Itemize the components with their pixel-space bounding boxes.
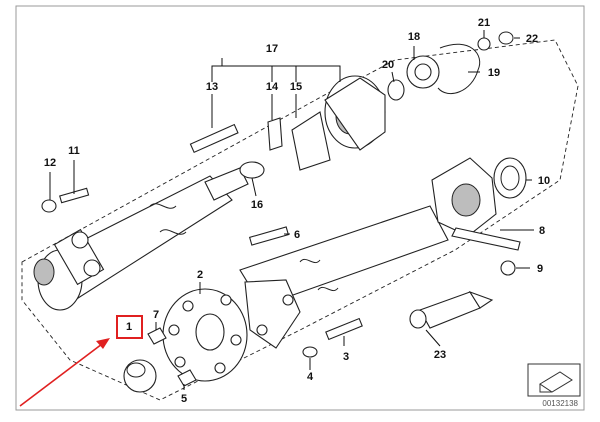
diagram-frame xyxy=(15,5,585,411)
top-right-parts xyxy=(387,31,514,101)
callout-3: 3 xyxy=(343,351,349,363)
callout-20: 20 xyxy=(382,59,394,71)
callout-23: 23 xyxy=(434,349,446,361)
callout-9: 9 xyxy=(537,263,543,275)
front-shaft-section xyxy=(33,167,249,311)
callout-15: 15 xyxy=(290,81,302,93)
callout-1: 1 xyxy=(126,321,132,333)
diagram-reference-number: 00132138 xyxy=(542,399,578,408)
corner-symbol xyxy=(527,363,581,397)
callout-labels: 1 2 3 4 5 6 7 8 9 10 11 12 13 14 15 16 1… xyxy=(44,17,550,405)
callout-4: 4 xyxy=(307,371,314,383)
callout-10: 10 xyxy=(538,175,550,187)
callout-17: 17 xyxy=(266,43,278,55)
highlight-arrow-head xyxy=(96,338,110,349)
leader-lines xyxy=(49,30,534,390)
center-joint-section xyxy=(189,75,386,179)
callout-6: 6 xyxy=(294,229,300,241)
callout-12: 12 xyxy=(44,157,56,169)
callout-8: 8 xyxy=(539,225,545,237)
callout-18: 18 xyxy=(408,31,420,43)
callout-7: 7 xyxy=(153,309,159,321)
callout-16: 16 xyxy=(251,199,263,211)
grease-tube xyxy=(409,290,494,329)
callout-14: 14 xyxy=(266,81,279,93)
highlight-box-part-1 xyxy=(116,315,143,339)
highlight-arrow xyxy=(19,343,103,407)
callout-5: 5 xyxy=(181,393,187,405)
callout-2: 2 xyxy=(197,269,203,281)
flex-disc-section xyxy=(41,187,363,393)
callout-21: 21 xyxy=(478,17,490,29)
assembly-outline-dashed xyxy=(21,39,579,401)
callout-22: 22 xyxy=(526,33,538,45)
callout-13: 13 xyxy=(206,81,218,93)
callout-11: 11 xyxy=(68,145,80,157)
callout-19: 19 xyxy=(488,67,500,79)
